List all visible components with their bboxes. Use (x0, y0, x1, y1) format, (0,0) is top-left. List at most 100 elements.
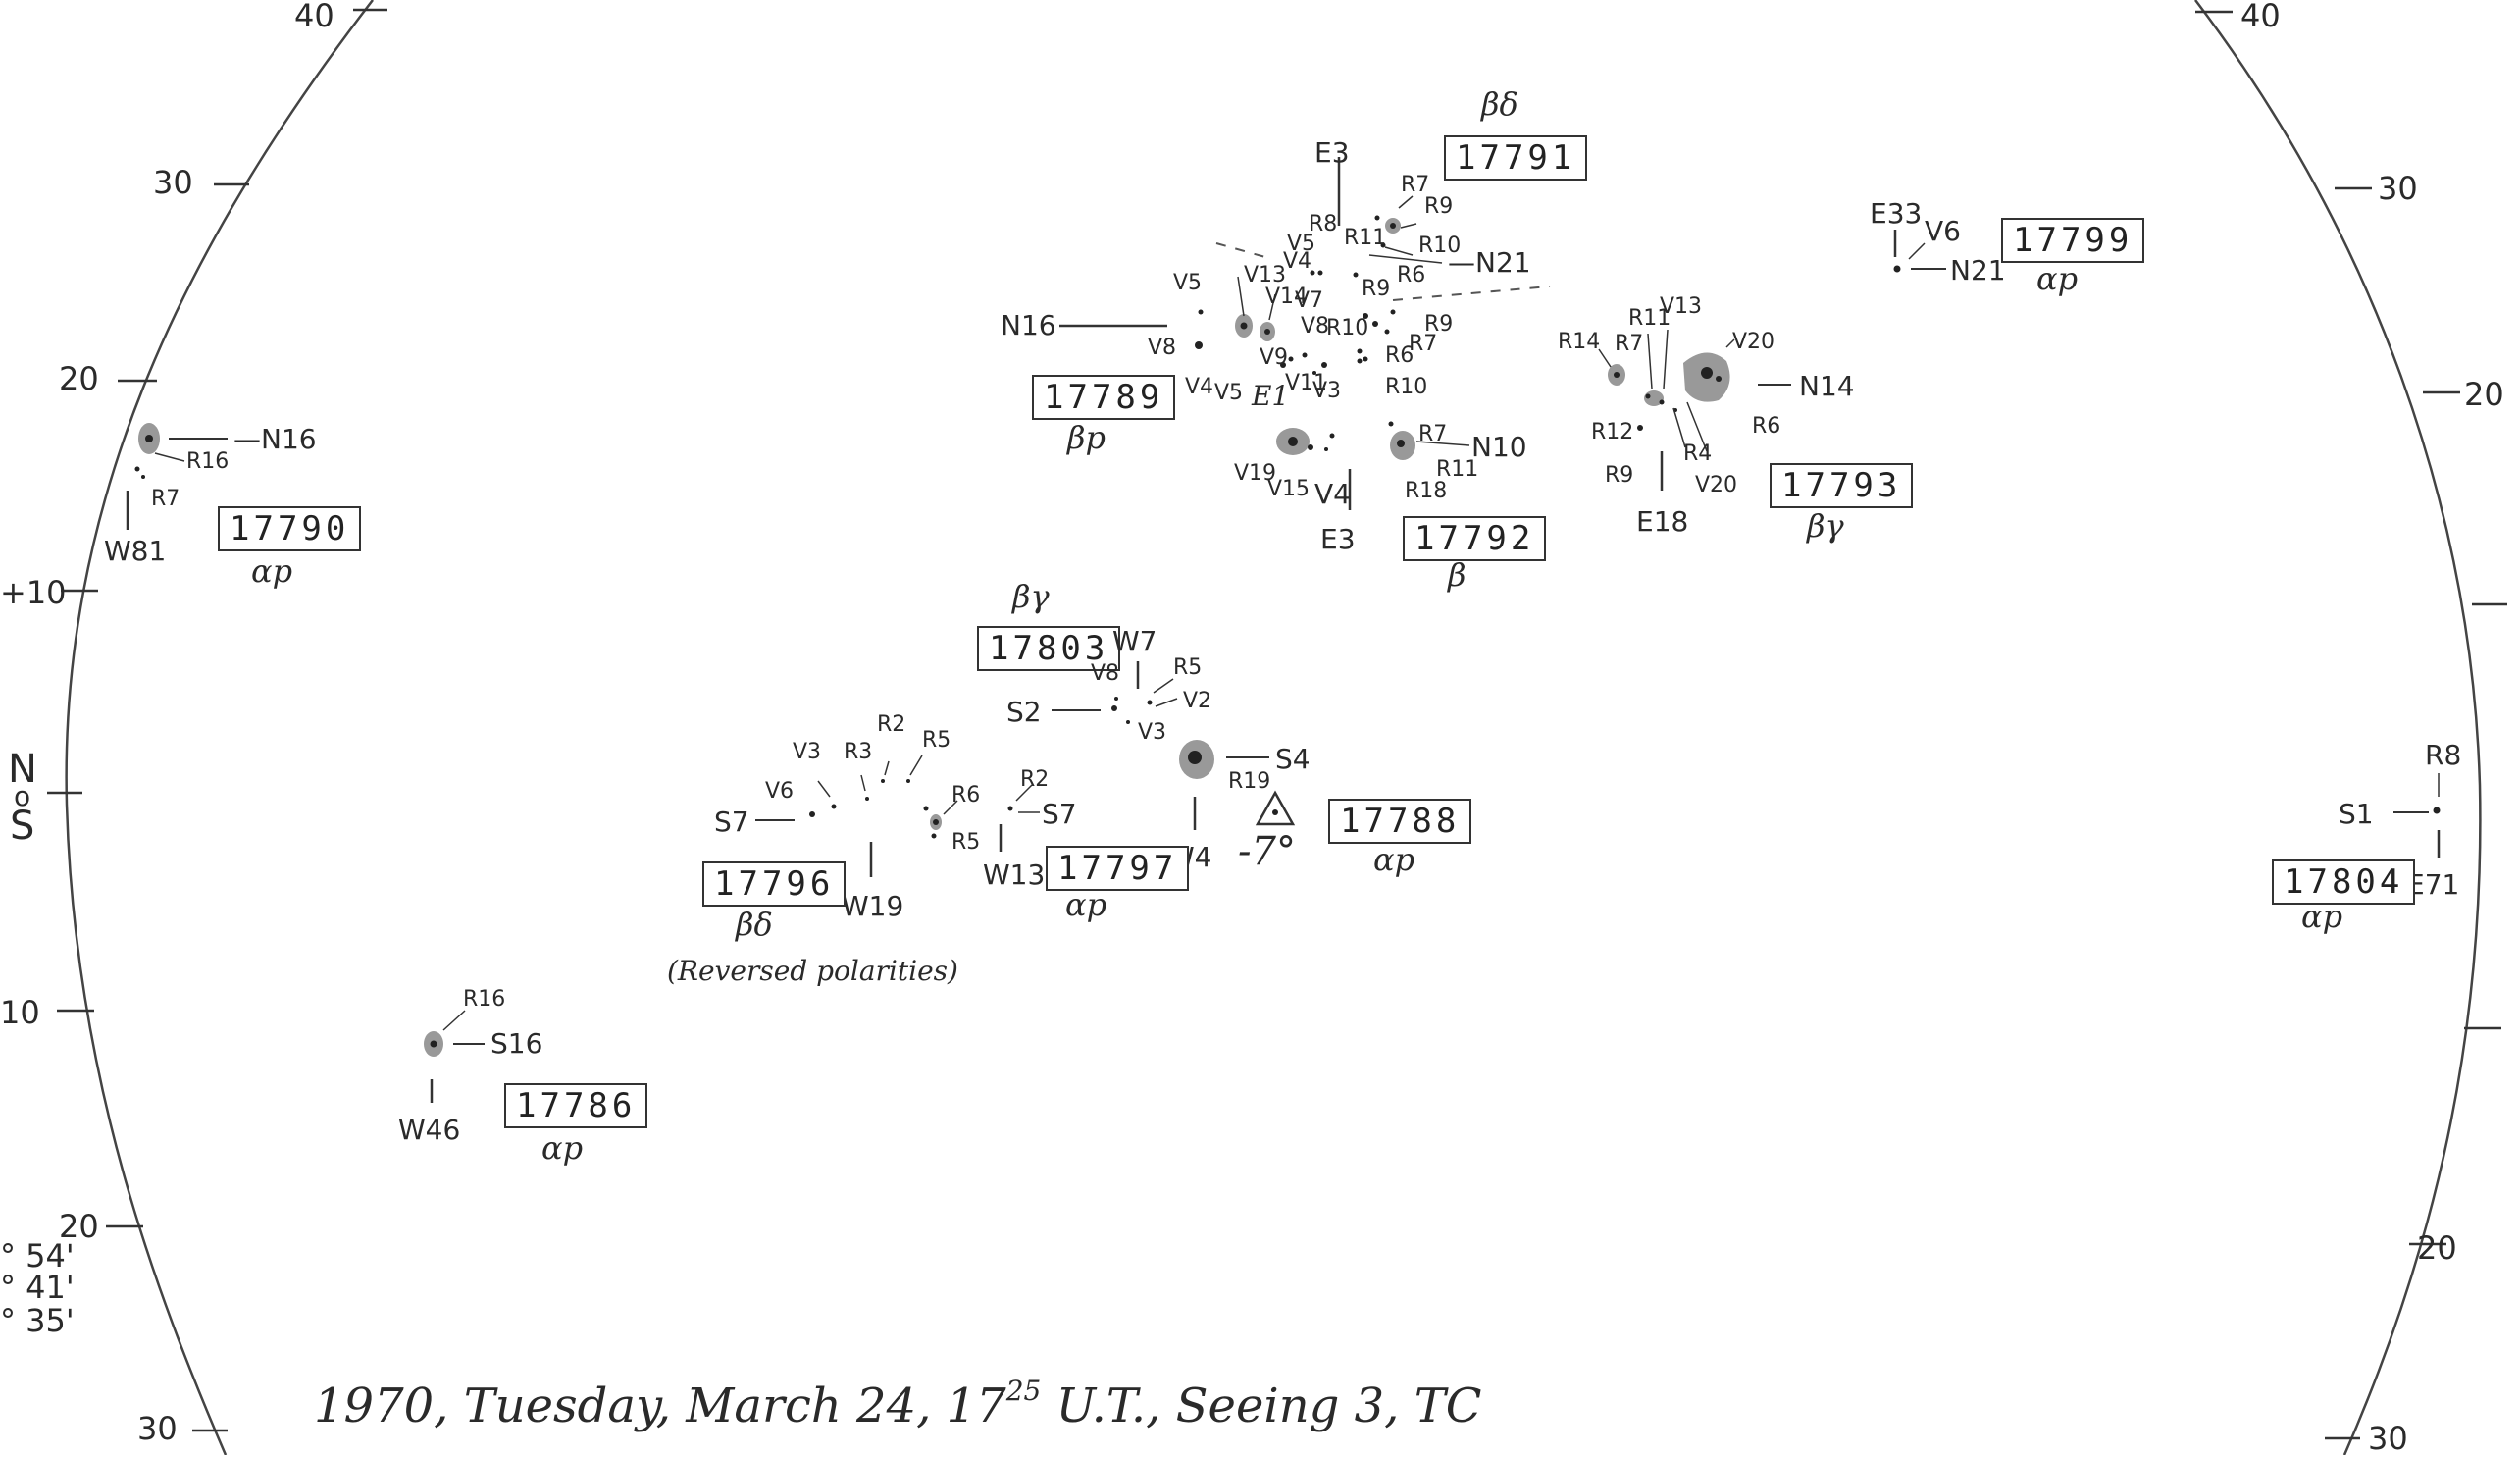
region-number-box: 17789 (1032, 375, 1176, 420)
caption-date: March 24, (686, 1379, 932, 1433)
note-label: -7° (1238, 829, 1296, 874)
spot-label: R11 (1628, 306, 1671, 331)
limb-tick-label-left: 20 (59, 360, 99, 397)
region-17799-spots (1893, 230, 1946, 273)
caption-time: 1725 (946, 1375, 1042, 1433)
pos-label: W81 (104, 535, 167, 567)
spot-label: R10 (1326, 316, 1369, 340)
spot-label: V20 (1732, 330, 1775, 354)
spot-label: V4 (1185, 375, 1214, 399)
region-number-box: 17804 (2272, 859, 2416, 905)
spot-label: R5 (1173, 655, 1203, 680)
spot-label: V8 (1091, 661, 1120, 686)
spot-label: R16 (463, 987, 506, 1012)
class-label: βδ (1481, 85, 1518, 123)
left-limb-ticks (47, 8, 387, 1432)
region-17786-spots (424, 1010, 485, 1103)
spot-label: R12 (1591, 420, 1634, 444)
spot-label: V5 (1214, 381, 1244, 405)
spot-label: R9 (1424, 312, 1454, 337)
spot-label: R7 (1615, 332, 1644, 356)
class-label: αp (1373, 841, 1415, 878)
spot-label: V9 (1260, 345, 1289, 370)
class-label: αp (251, 552, 293, 590)
region-17793-spots (1598, 329, 1791, 491)
equator-s: S (10, 804, 35, 849)
class-label: βγ (1012, 578, 1050, 615)
lat-label: S7 (714, 806, 749, 838)
spot-label: V15 (1267, 477, 1311, 501)
pos-label: E71 (2407, 868, 2460, 901)
lat-label: —N21 (1448, 246, 1531, 279)
spot-label: R7 (1409, 332, 1438, 356)
spot-label: R7 (1418, 422, 1448, 446)
region-17803-spots (1052, 661, 1178, 724)
region-number-box: 17803 (977, 626, 1121, 671)
equator-n: N (8, 747, 37, 792)
region-number-box: 17790 (218, 506, 362, 551)
spot-label: V5 (1287, 232, 1316, 256)
limb-tick-label-left: 30 (137, 1410, 178, 1447)
spot-label: V20 (1695, 473, 1738, 497)
lat-label: S7 (1042, 798, 1077, 830)
lat-label: S2 (1006, 696, 1042, 728)
class-label: αp (541, 1129, 584, 1167)
spot-label: R11 (1344, 226, 1387, 250)
lat-label: N10 (1471, 431, 1527, 463)
corner-note-2: ° 41' (0, 1269, 75, 1306)
spot-label: V4 (1314, 478, 1351, 510)
spot-label: R7 (151, 487, 180, 511)
right-limb-arc (2194, 0, 2482, 1455)
spot-label: R9 (1424, 194, 1454, 219)
left-limb-arc (65, 0, 374, 1455)
region-number-box: 17792 (1403, 516, 1547, 561)
caption-year: 1970, (314, 1379, 449, 1433)
spot-label: R10 (1418, 234, 1462, 258)
limb-tick-label-right: 30 (2368, 1420, 2408, 1457)
spot-label: V8 (1301, 314, 1330, 338)
spot-label: R5 (951, 830, 981, 855)
pos-label: E3 (1320, 523, 1356, 555)
spot-label: V13 (1244, 263, 1287, 287)
lat-label: S4 (1275, 743, 1311, 775)
spot-label: R19 (1228, 769, 1271, 794)
spot-label: R6 (1752, 414, 1781, 439)
lat-label: N14 (1799, 370, 1855, 402)
pos-label: W19 (842, 890, 904, 922)
class-label: βγ (1807, 507, 1844, 545)
class-label: βp (1067, 419, 1106, 456)
lat-label: N21 (1950, 254, 2006, 286)
right-limb-ticks (2195, 10, 2507, 1440)
spot-label: R4 (1683, 442, 1713, 466)
limb-tick-label-left: 20 (59, 1208, 99, 1245)
caption-observer: TC (1414, 1379, 1482, 1433)
note-label: (Reversed polarities) (667, 955, 958, 987)
region-17804-spots (2393, 773, 2441, 858)
region-number-box: 17793 (1770, 463, 1914, 508)
spot-label: R2 (877, 712, 906, 737)
spot-label: V6 (1925, 215, 1961, 247)
spot-label: R7 (1401, 173, 1430, 197)
equator-o: o (14, 780, 31, 812)
spot-label: V6 (765, 779, 795, 804)
limb-tick-label-right: 30 (2378, 170, 2418, 207)
region-17791-spots (1215, 157, 1551, 368)
spot-label: V3 (793, 740, 822, 764)
spot-label: V13 (1660, 294, 1703, 319)
spot-label: R11 (1436, 457, 1479, 482)
class-label: βδ (736, 906, 773, 943)
class-label: αp (2036, 260, 2079, 297)
spot-label: R10 (1385, 375, 1428, 399)
spot-label: R9 (1605, 463, 1634, 488)
spot-label: R14 (1558, 330, 1601, 354)
region-17789-spots (1059, 276, 1316, 375)
caption-seeing: Seeing 3, (1175, 1379, 1400, 1433)
spot-label: V14 (1265, 285, 1309, 309)
spot-label: V7 (1295, 288, 1324, 313)
limb-tick-label-right: 20 (2464, 376, 2504, 413)
region-number-box: 17797 (1046, 846, 1190, 891)
lat-label: N16 (1001, 309, 1056, 341)
region-17792-spots (1276, 421, 1470, 510)
observation-caption: 1970, Tuesday, March 24, 1725 U.T., Seei… (314, 1375, 1482, 1433)
